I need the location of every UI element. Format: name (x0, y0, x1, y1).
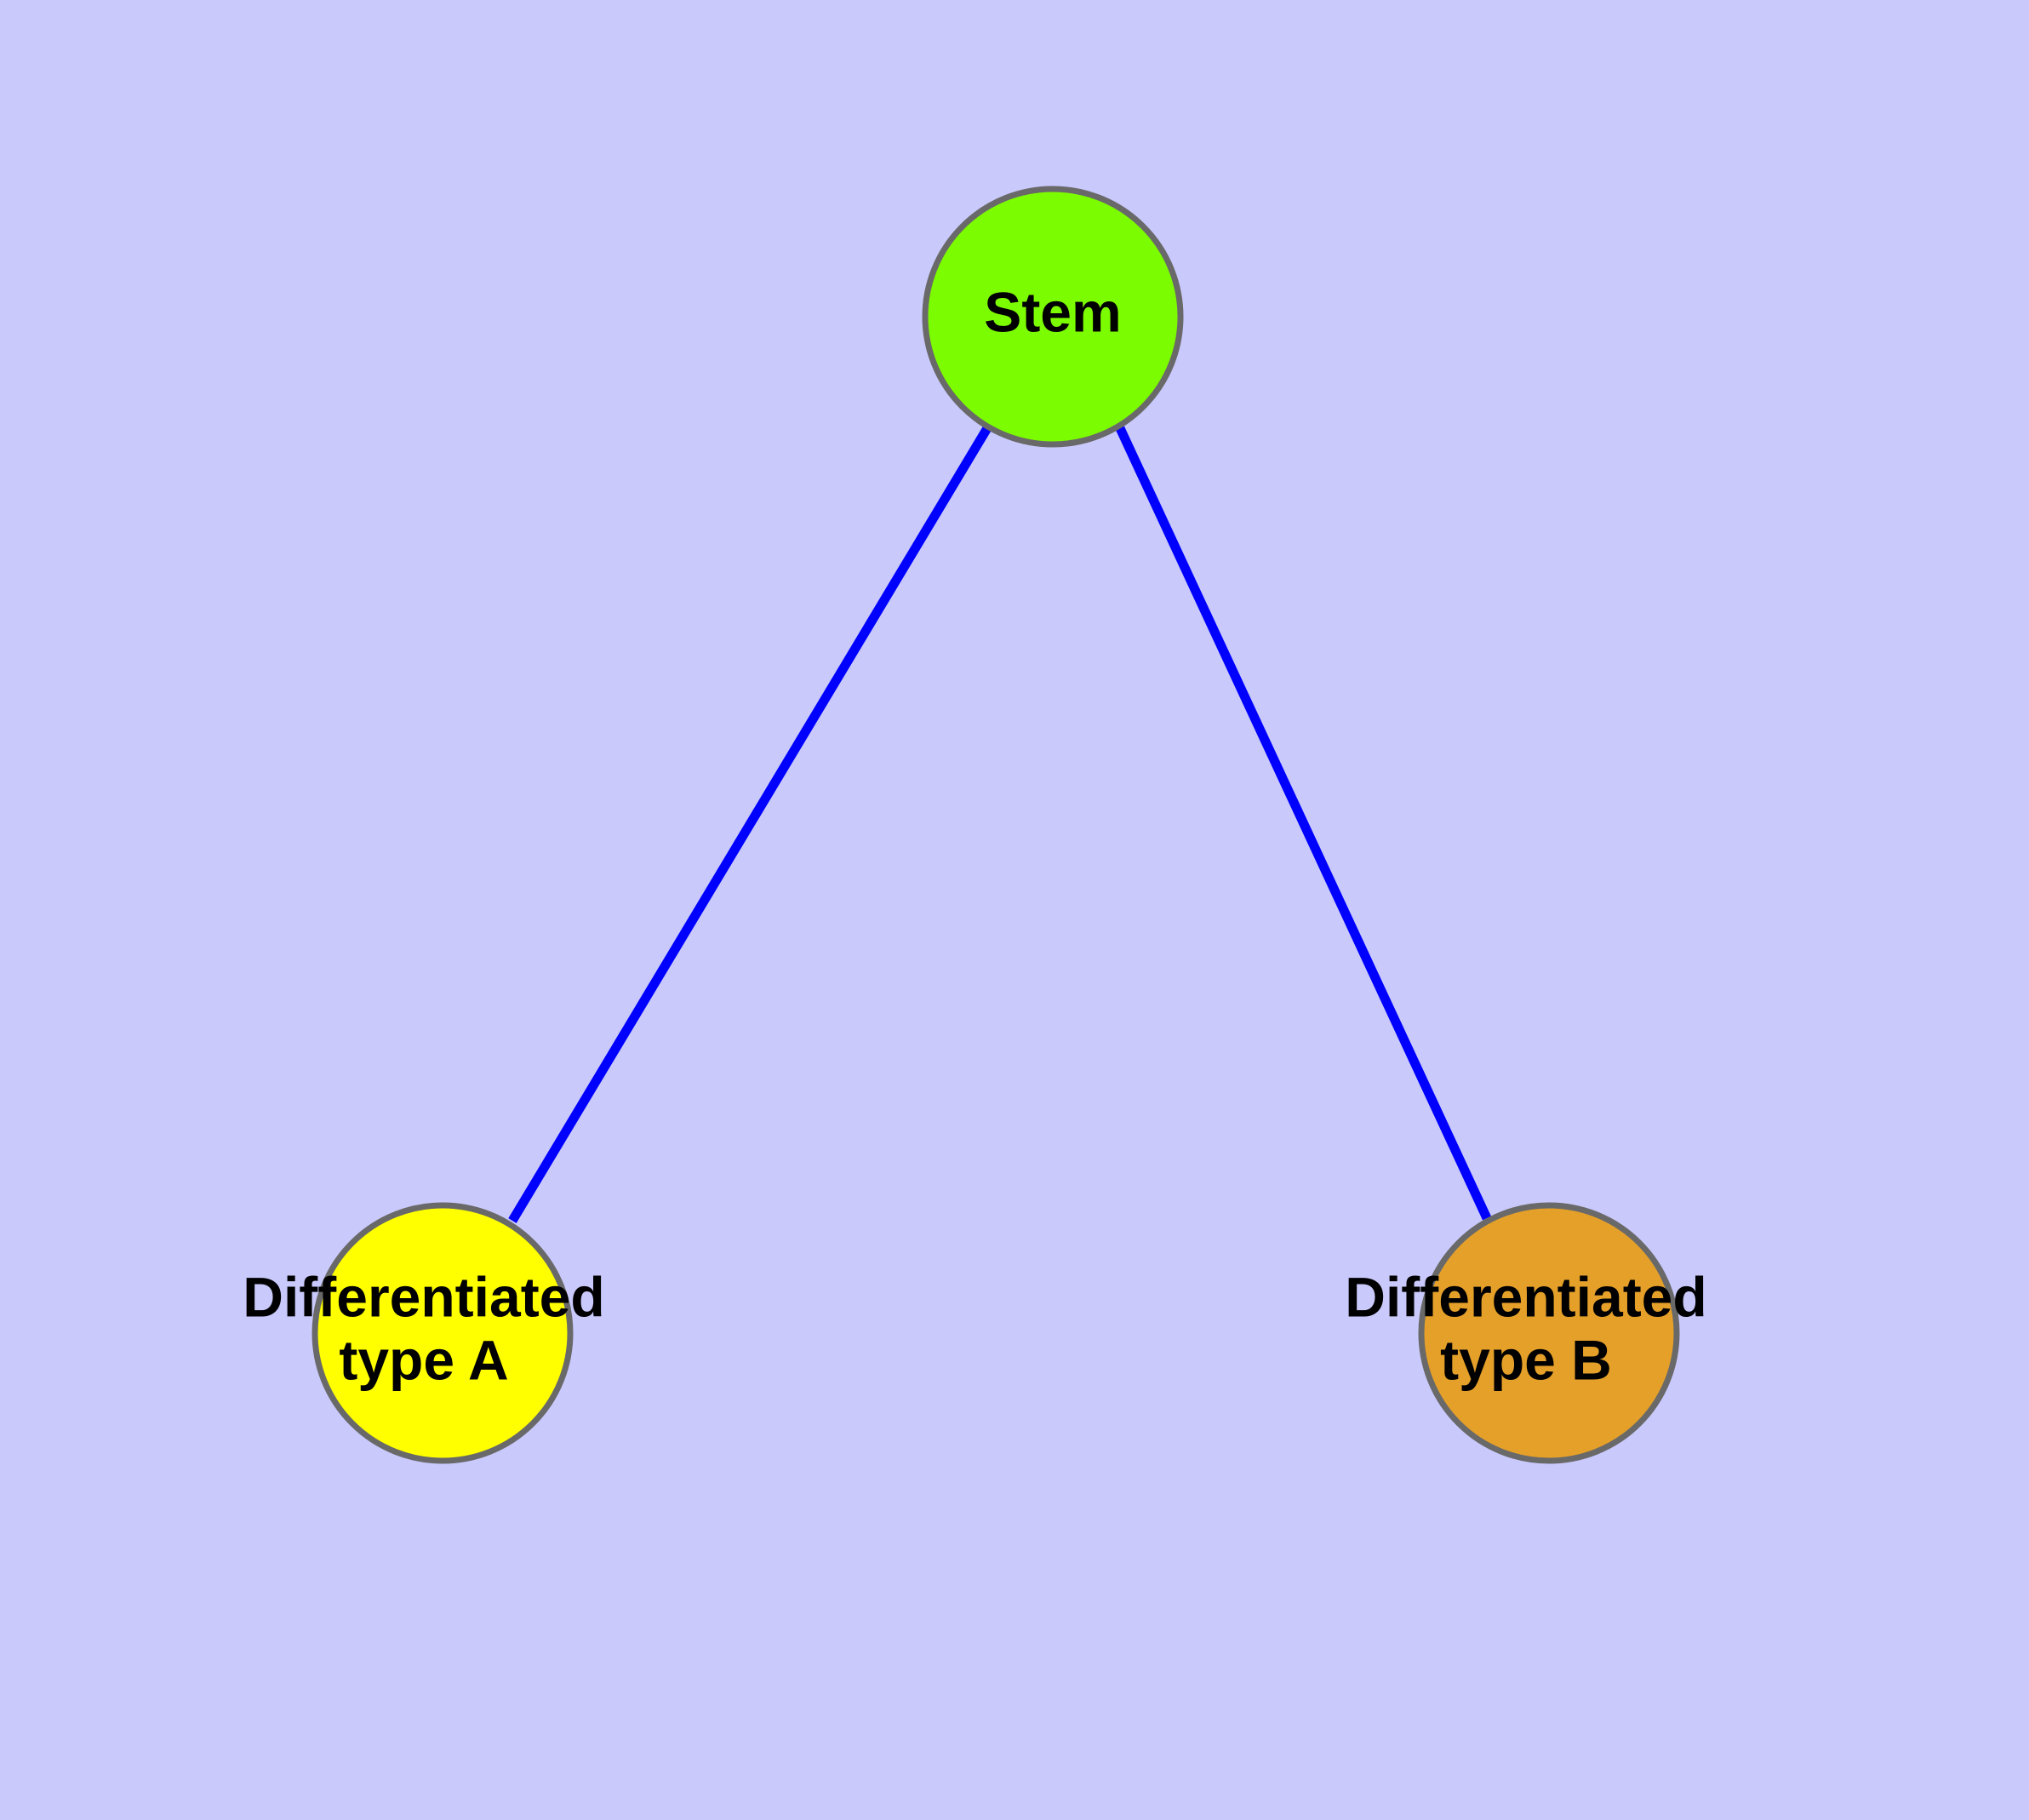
edge-stem-to-differentiated-type-b[interactable] (1116, 426, 1491, 1221)
node-differentiated-type-a-label-line-1: Differentiated (243, 1265, 604, 1328)
edge-layer (508, 426, 1491, 1223)
node-differentiated-type-b-label: Differentiated type B (1345, 1265, 1706, 1391)
node-differentiated-type-a-label-line-2: type A (339, 1328, 508, 1391)
node-differentiated-type-a-circle[interactable] (311, 1202, 574, 1464)
node-differentiated-type-b-label-line-1: Differentiated (1345, 1265, 1706, 1328)
node-stem-circle[interactable] (922, 186, 1184, 448)
node-differentiated-type-a-label: Differentiated type A (243, 1265, 604, 1391)
node-differentiated-type-b-circle[interactable] (1418, 1202, 1680, 1464)
node-differentiated-type-a[interactable] (311, 1202, 574, 1464)
edge-stem-to-differentiated-type-a[interactable] (508, 426, 992, 1223)
node-differentiated-type-b[interactable] (1418, 1202, 1680, 1464)
node-differentiated-type-b-label-line-2: type B (1440, 1328, 1612, 1391)
node-stem-label-line-1: Stem (984, 280, 1121, 343)
node-stem[interactable]: Stem (922, 186, 1184, 448)
node-layer: Stem Differentiated type A Differentiate… (243, 186, 1707, 1464)
